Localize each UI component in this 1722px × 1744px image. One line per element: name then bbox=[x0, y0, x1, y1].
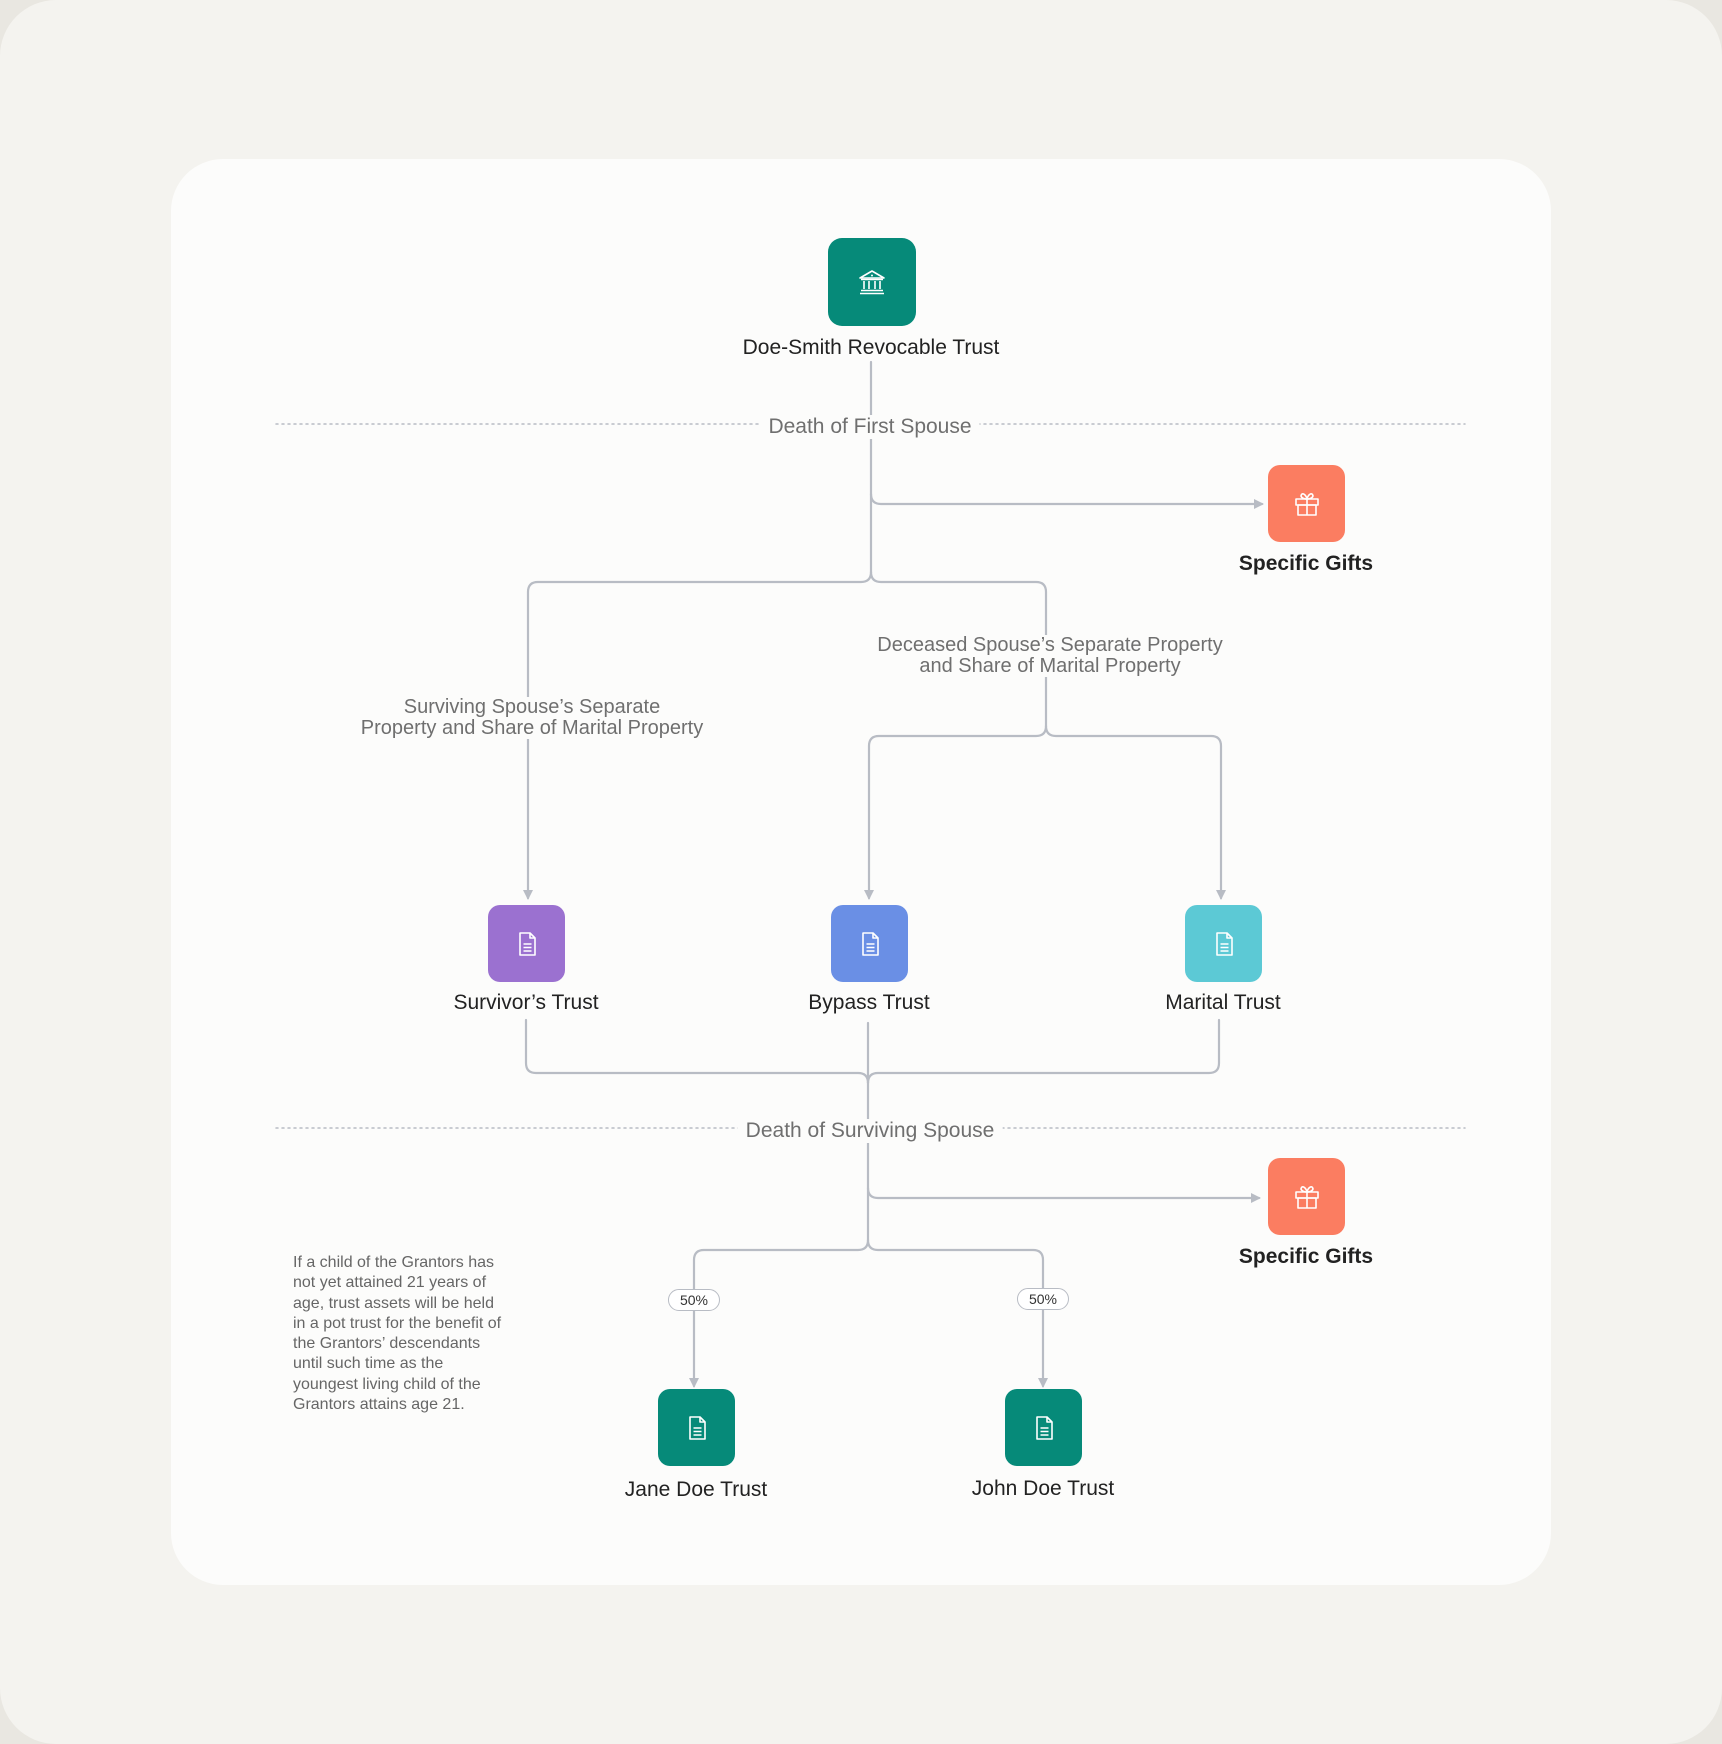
note-line: not yet attained 21 years of bbox=[293, 1274, 487, 1292]
survivors-trust-label: Survivor’s Trust bbox=[453, 991, 599, 1014]
survivors-trust-node[interactable] bbox=[488, 905, 565, 982]
connector-gifts-2 bbox=[866, 1186, 1261, 1203]
pot-trust-note: If a child of the Grantors has not yet a… bbox=[293, 1253, 543, 1415]
branch-label-deceased: Deceased Spouse’s Separate Property and … bbox=[875, 634, 1225, 677]
percentage-badge-jane: 50% bbox=[667, 1289, 721, 1311]
document-icon bbox=[1215, 931, 1233, 956]
connector-john bbox=[866, 1238, 1048, 1388]
note-line: age, trust assets will be held bbox=[293, 1294, 494, 1312]
connector-jane bbox=[689, 1238, 870, 1388]
diagram-card bbox=[171, 159, 1551, 1585]
connector-merge-survivors bbox=[524, 1018, 870, 1085]
specific-gifts-label-1: Specific Gifts bbox=[1238, 552, 1374, 575]
jane-doe-trust-node[interactable] bbox=[658, 1389, 735, 1466]
note-line: Grantors attains age 21. bbox=[293, 1396, 465, 1414]
branch-label-deceased-line2: and Share of Marital Property bbox=[919, 655, 1181, 677]
root-trust-label: Doe-Smith Revocable Trust bbox=[742, 336, 1000, 359]
note-line: in a pot trust for the benefit of bbox=[293, 1314, 502, 1332]
note-line: until such time as the bbox=[293, 1355, 444, 1373]
percentage-badge-john: 50% bbox=[1016, 1288, 1070, 1310]
note-line: the Grantors’ descendants bbox=[293, 1335, 481, 1353]
note-line: youngest living child of the bbox=[293, 1375, 481, 1393]
john-doe-trust-node[interactable] bbox=[1005, 1389, 1082, 1466]
document-icon bbox=[861, 931, 879, 956]
specific-gifts-node-1[interactable] bbox=[1268, 465, 1345, 542]
branch-label-surviving-line1: Surviving Spouse’s Separate bbox=[403, 696, 661, 718]
connector-marital bbox=[1044, 724, 1226, 900]
connector-split-right bbox=[869, 570, 1048, 728]
bypass-trust-label: Bypass Trust bbox=[808, 991, 930, 1014]
specific-gifts-label-2: Specific Gifts bbox=[1238, 1245, 1374, 1268]
connector-split-left bbox=[523, 570, 873, 900]
bank-icon bbox=[859, 270, 885, 295]
gift-icon bbox=[1294, 1185, 1319, 1209]
gift-icon bbox=[1294, 492, 1319, 516]
marital-trust-node[interactable] bbox=[1185, 905, 1262, 982]
bypass-trust-node[interactable] bbox=[831, 905, 908, 982]
specific-gifts-node-2[interactable] bbox=[1268, 1158, 1345, 1235]
divider-label-second: Death of Surviving Spouse bbox=[737, 1119, 1003, 1143]
document-icon bbox=[1035, 1415, 1053, 1440]
john-doe-trust-label: John Doe Trust bbox=[971, 1477, 1115, 1500]
document-icon bbox=[688, 1415, 706, 1440]
note-line: If a child of the Grantors has bbox=[293, 1254, 494, 1271]
branch-label-surviving-line2: Property and Share of Marital Property bbox=[360, 717, 704, 739]
document-icon bbox=[518, 931, 536, 956]
connector-gifts-1 bbox=[869, 492, 1264, 509]
branch-label-deceased-line1: Deceased Spouse’s Separate Property bbox=[877, 634, 1223, 656]
branch-label-surviving: Surviving Spouse’s Separate Property and… bbox=[358, 696, 706, 739]
connector-bypass bbox=[864, 724, 1048, 900]
divider-label-first: Death of First Spouse bbox=[760, 415, 980, 439]
connector-merge-marital bbox=[866, 1018, 1221, 1085]
marital-trust-label: Marital Trust bbox=[1165, 991, 1281, 1014]
root-trust-node[interactable] bbox=[828, 238, 916, 326]
jane-doe-trust-label: Jane Doe Trust bbox=[624, 1478, 768, 1501]
